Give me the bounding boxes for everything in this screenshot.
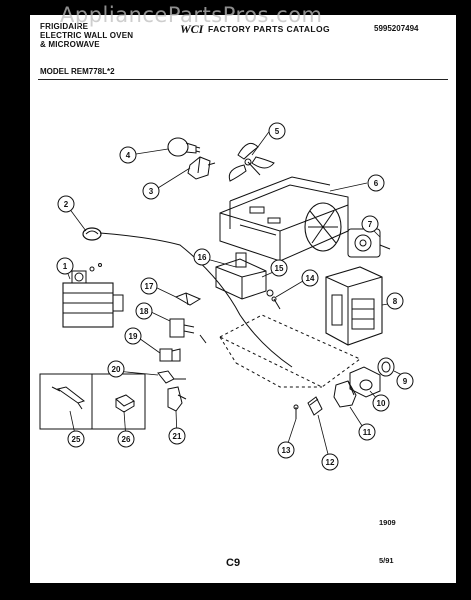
catalog-number: 5995207494 <box>374 24 419 33</box>
part-inset-box <box>39 373 146 430</box>
part-lamp-bulb <box>167 137 201 157</box>
callout-19: 19 <box>124 327 142 345</box>
part-diode <box>307 396 323 416</box>
svg-text:6: 6 <box>374 179 379 188</box>
callout-4: 4 <box>119 146 137 164</box>
product-line-sub: & MICROWAVE <box>40 40 100 49</box>
callout-21: 21 <box>168 427 186 445</box>
part-magnetron <box>62 263 124 328</box>
svg-text:15: 15 <box>275 264 284 273</box>
callout-3: 3 <box>142 182 160 200</box>
svg-text:14: 14 <box>306 274 315 283</box>
part-high-voltage-transformer <box>325 266 383 346</box>
svg-text:16: 16 <box>198 253 207 262</box>
svg-text:25: 25 <box>72 435 81 444</box>
part-diode-bracket <box>333 380 357 408</box>
svg-text:20: 20 <box>112 365 121 374</box>
svg-text:4: 4 <box>126 151 131 160</box>
callouts: 1 2 3 4 5 6 7 8 9 10 11 12 13 14 15 16 1… <box>56 122 414 471</box>
product-line: ELECTRIC WALL OVEN <box>40 31 134 40</box>
model-label: MODEL REM778L*2 <box>40 67 115 76</box>
callout-11: 11 <box>358 423 376 441</box>
part-fuse-holder <box>215 252 274 300</box>
svg-text:3: 3 <box>149 187 154 196</box>
callout-6: 6 <box>367 174 385 192</box>
svg-text:19: 19 <box>129 332 138 341</box>
svg-text:17: 17 <box>145 282 154 291</box>
brand-name: FRIGIDAIRE <box>40 22 89 31</box>
callout-13: 13 <box>277 441 295 459</box>
part-fan-blade <box>228 142 275 182</box>
part-switch-actuator <box>157 370 186 384</box>
callout-2: 2 <box>57 195 75 213</box>
part-monitor-switch <box>159 348 181 362</box>
drawing-ref-code: 1909 <box>379 518 396 527</box>
callout-8: 8 <box>386 292 404 310</box>
svg-text:10: 10 <box>377 399 386 408</box>
svg-text:8: 8 <box>393 297 398 306</box>
svg-text:26: 26 <box>122 435 131 444</box>
svg-text:12: 12 <box>326 458 335 467</box>
exploded-parts-diagram: 1 2 3 4 5 6 7 8 9 10 11 12 13 14 15 16 1… <box>39 122 414 471</box>
callout-1: 1 <box>56 257 74 275</box>
part-fan-motor <box>347 228 391 258</box>
callout-10: 10 <box>372 394 390 412</box>
svg-text:5: 5 <box>275 127 280 136</box>
callout-16: 16 <box>193 248 211 266</box>
part-capacitor-bracket <box>349 366 381 398</box>
callout-20: 20 <box>107 360 125 378</box>
callout-7: 7 <box>361 215 379 233</box>
part-capacitor <box>377 357 395 377</box>
part-screw <box>271 296 281 310</box>
svg-text:13: 13 <box>282 446 291 455</box>
part-blower-assembly <box>219 176 349 262</box>
date-code: 5/91 <box>379 556 394 565</box>
watermark: AppliancePartsPros.com <box>60 3 323 27</box>
callout-17: 17 <box>140 277 158 295</box>
header-divider <box>38 79 448 80</box>
callout-15: 15 <box>270 259 288 277</box>
callout-14: 14 <box>301 269 319 287</box>
part-lamp-socket <box>187 156 216 180</box>
callout-26: 26 <box>117 430 135 448</box>
callout-12: 12 <box>321 453 339 471</box>
callout-9: 9 <box>396 372 414 390</box>
part-door-latch <box>167 386 187 412</box>
svg-text:7: 7 <box>368 220 373 229</box>
part-thermal-cutout <box>82 227 293 368</box>
svg-text:18: 18 <box>140 307 149 316</box>
callout-18: 18 <box>135 302 153 320</box>
catalog-title: FACTORY PARTS CATALOG <box>208 24 331 34</box>
part-screw-small <box>293 404 299 419</box>
part-switch-bracket <box>174 292 202 306</box>
catalog-logo: WCI <box>180 22 204 36</box>
svg-text:2: 2 <box>64 200 69 209</box>
callout-5: 5 <box>268 122 286 140</box>
svg-text:9: 9 <box>403 377 408 386</box>
callout-25: 25 <box>67 430 85 448</box>
page-code: C9 <box>226 557 241 569</box>
svg-text:21: 21 <box>173 432 182 441</box>
svg-text:11: 11 <box>363 428 372 437</box>
catalog-sheet: FRIGIDAIRE ELECTRIC WALL OVEN & MICROWAV… <box>30 15 456 583</box>
part-interlock-switch <box>169 318 207 344</box>
part-base-plate <box>218 314 361 388</box>
svg-text:1: 1 <box>63 262 68 271</box>
